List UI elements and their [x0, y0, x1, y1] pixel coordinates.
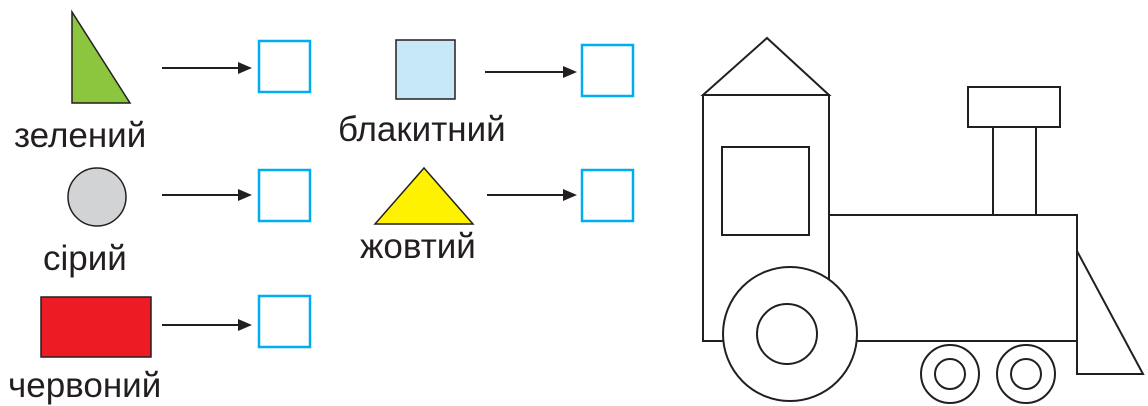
train-outline	[700, 36, 1145, 404]
label-gray: сірий	[43, 239, 127, 278]
answer-box-light-blue[interactable]	[580, 43, 635, 98]
label-yellow: жовтий	[360, 227, 476, 266]
arrowhead-gray	[238, 189, 252, 201]
train-big-wheel-hub-circle[interactable]	[756, 303, 818, 365]
label-green: зелений	[14, 116, 146, 155]
label-red: червоний	[8, 366, 161, 405]
light-blue-square-shape	[395, 39, 456, 100]
train-cab-window-square[interactable]	[721, 146, 810, 236]
answer-box-red[interactable]	[257, 294, 312, 349]
arrowhead-red	[238, 319, 252, 331]
answer-box-yellow[interactable]	[580, 168, 635, 223]
train-front-triangle[interactable]	[1076, 250, 1145, 375]
arrowhead-light-blue	[563, 66, 577, 78]
train-chimney-top-rectangle[interactable]	[967, 86, 1061, 128]
train-small-wheel-1-hub-circle[interactable]	[934, 358, 966, 390]
red-rectangle-shape	[40, 296, 152, 358]
answer-box-gray[interactable]	[257, 168, 312, 223]
train-small-wheel-2-hub-circle[interactable]	[1010, 358, 1042, 390]
train-chimney-rectangle[interactable]	[992, 126, 1037, 216]
label-light-blue: блакитний	[338, 110, 506, 149]
arrowhead-yellow	[563, 189, 577, 201]
arrowhead-green	[238, 62, 252, 74]
answer-box-green[interactable]	[257, 39, 312, 94]
train-cab-roof-triangle[interactable]	[700, 36, 832, 96]
gray-circle-shape	[67, 167, 127, 227]
train-boiler-rectangle[interactable]	[828, 214, 1078, 342]
green-triangle-shape	[71, 9, 132, 104]
yellow-triangle-shape	[373, 166, 475, 225]
